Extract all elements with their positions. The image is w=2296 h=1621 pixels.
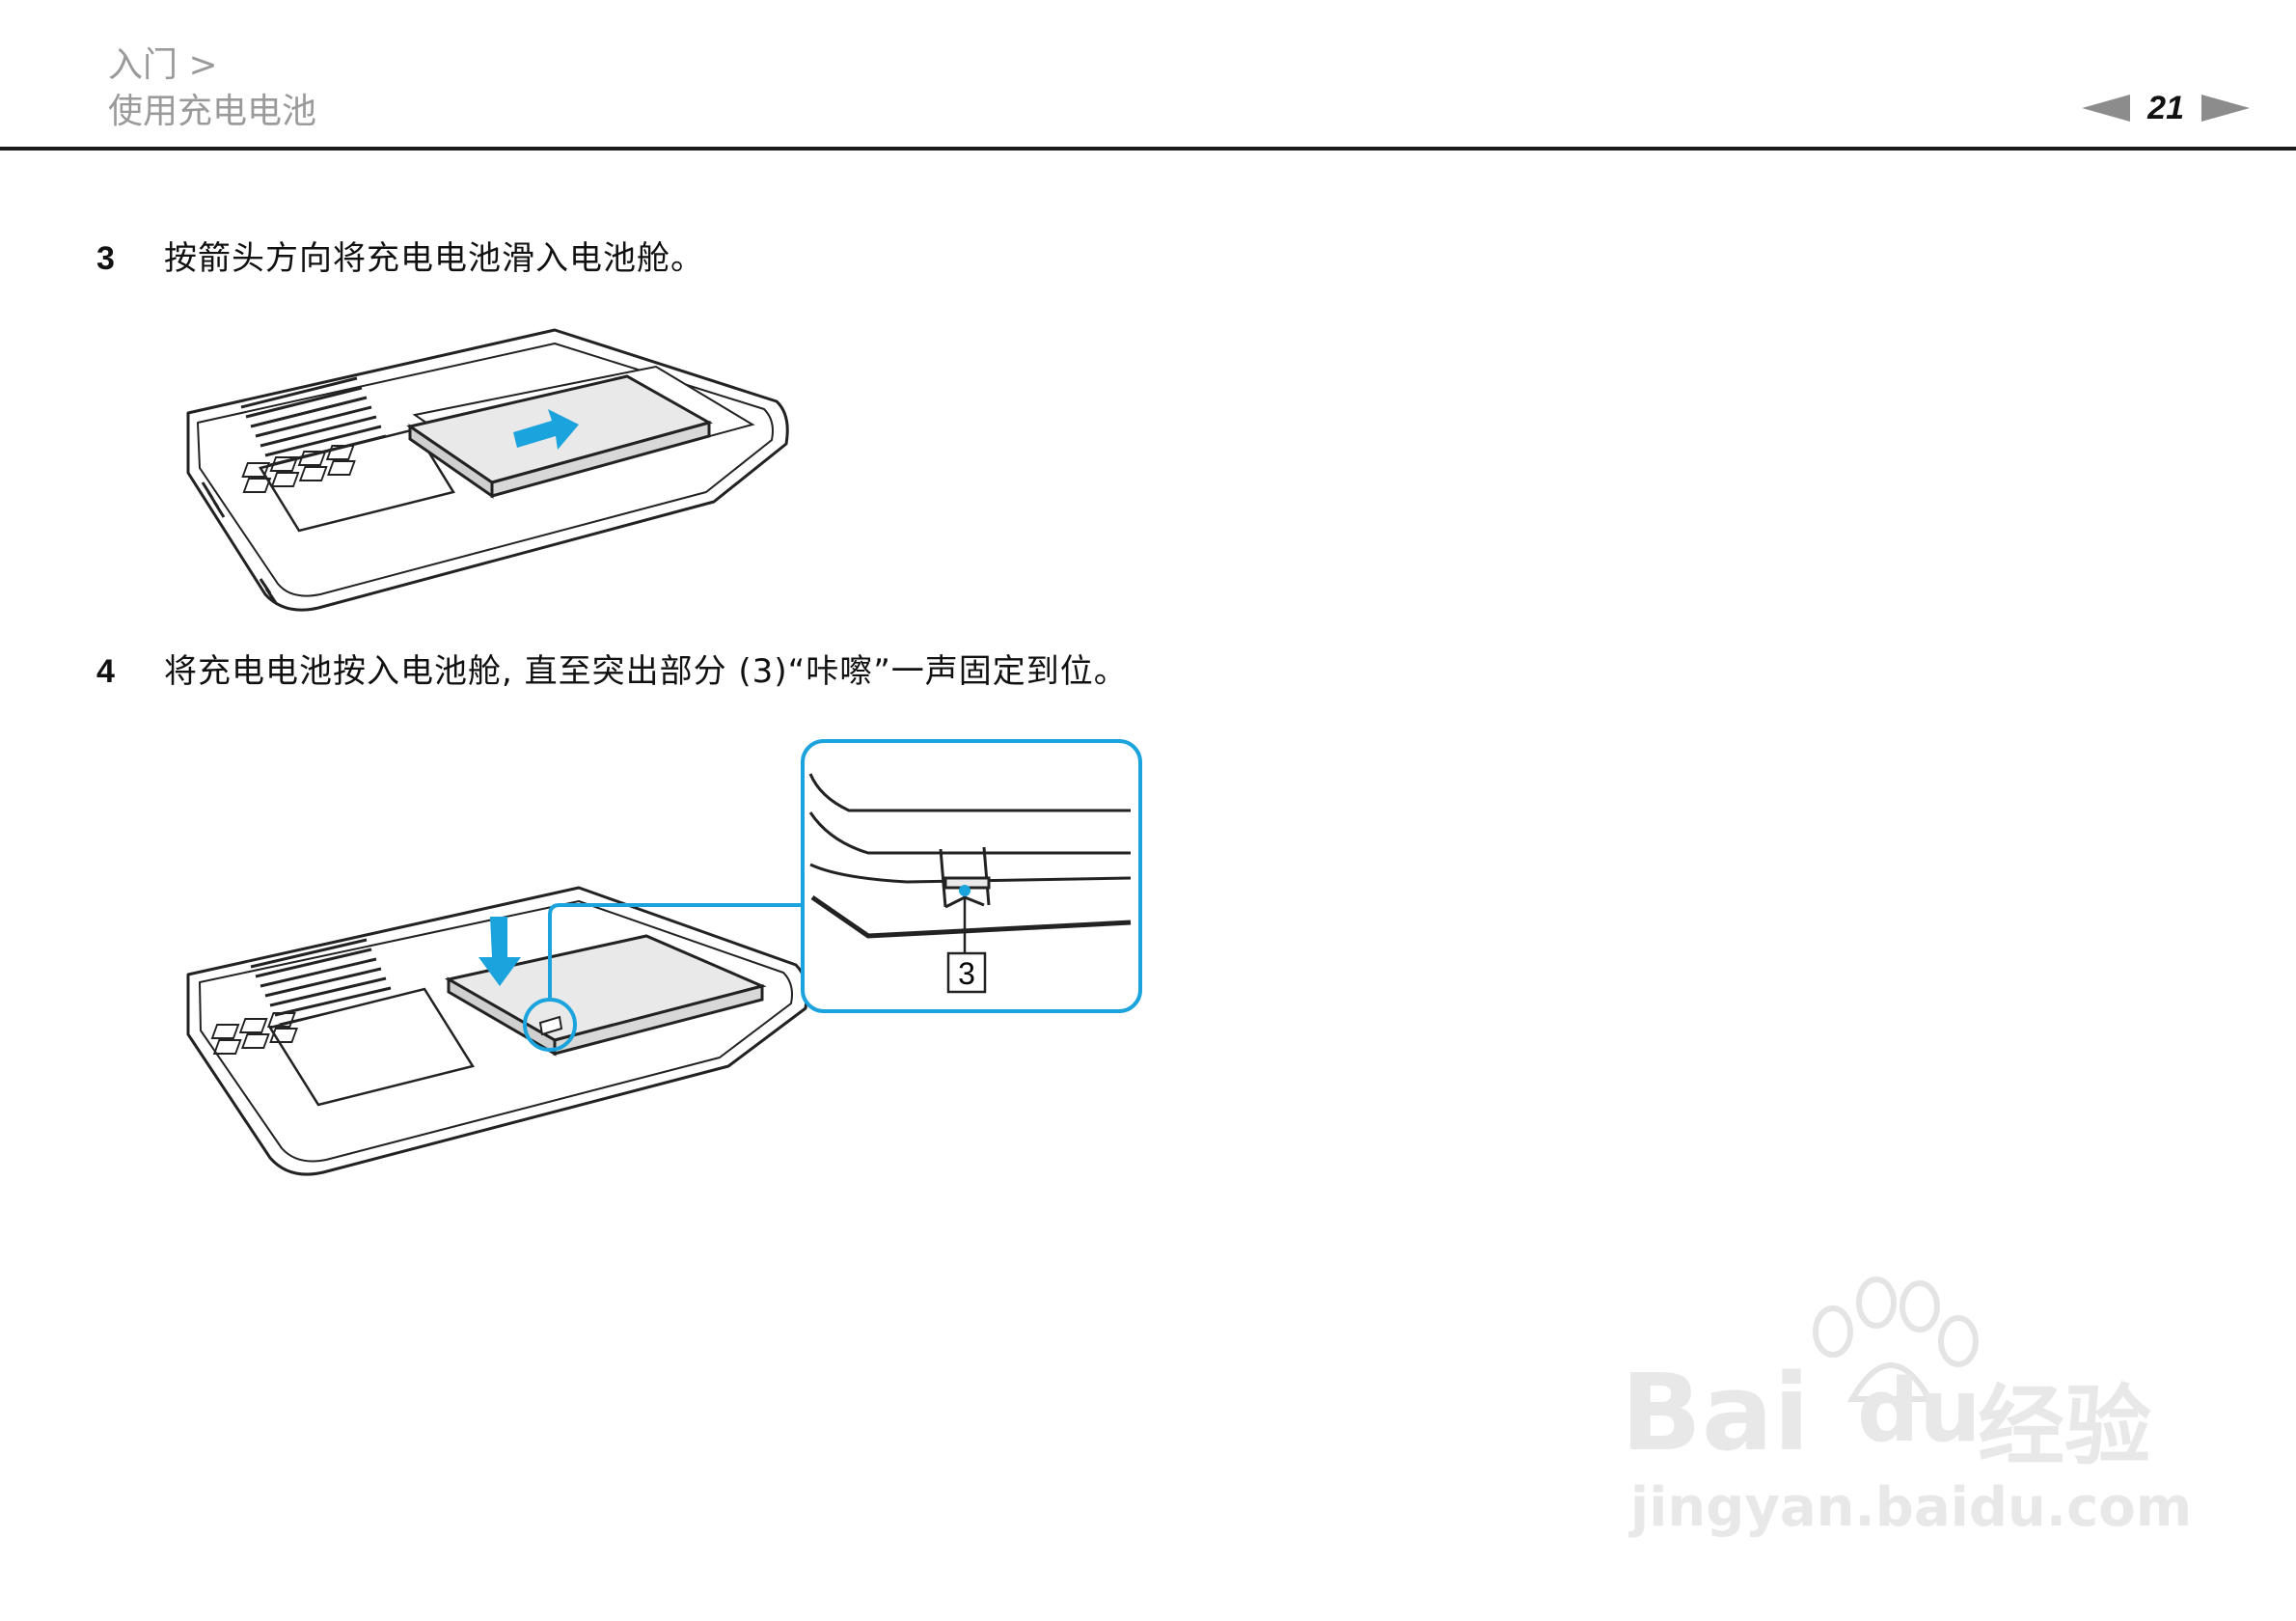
step-number: 4 [96,653,115,690]
watermark-site: jingyan.baidu.com [1630,1476,2193,1539]
breadcrumb-current: 使用充电电池 [108,92,317,131]
next-page-arrow-icon[interactable] [2201,95,2250,122]
watermark-brand-cn: 经验 [1978,1376,2151,1477]
baidu-jingyan-watermark: Bai du 经验 jingyan.baidu.com [1621,1274,2192,1544]
battery-slide-illustration [186,328,789,612]
watermark-brand-left: Bai [1621,1351,1810,1474]
step-text: 按箭头方向将充电电池滑入电池舱。 [164,239,704,278]
paw-logo-icon [1813,1277,1979,1402]
watermark-brand-right: du [1857,1360,1982,1462]
page-number: 21 [2147,89,2184,126]
step-text: 将充电电池按入电池舱, 直至突出部分 (3)“咔嚓”一声固定到位。 [164,652,1128,691]
step-4: 4 将充电电池按入电池舱, 直至突出部分 (3)“咔嚓”一声固定到位。 [96,645,1128,692]
previous-page-arrow-icon[interactable] [2082,95,2131,122]
header-divider [0,147,2296,151]
callout-label-3: 3 [958,956,975,991]
step-number: 3 [96,240,115,277]
battery-press-illustration: 3 [186,739,1142,1176]
breadcrumb: 入门 > 使用充电电池 [108,42,316,135]
step-3: 3 按箭头方向将充电电池滑入电池舱。 [96,232,704,279]
breadcrumb-parent-link[interactable]: 入门 > [108,45,218,85]
page-navigation: 21 [2082,85,2250,131]
